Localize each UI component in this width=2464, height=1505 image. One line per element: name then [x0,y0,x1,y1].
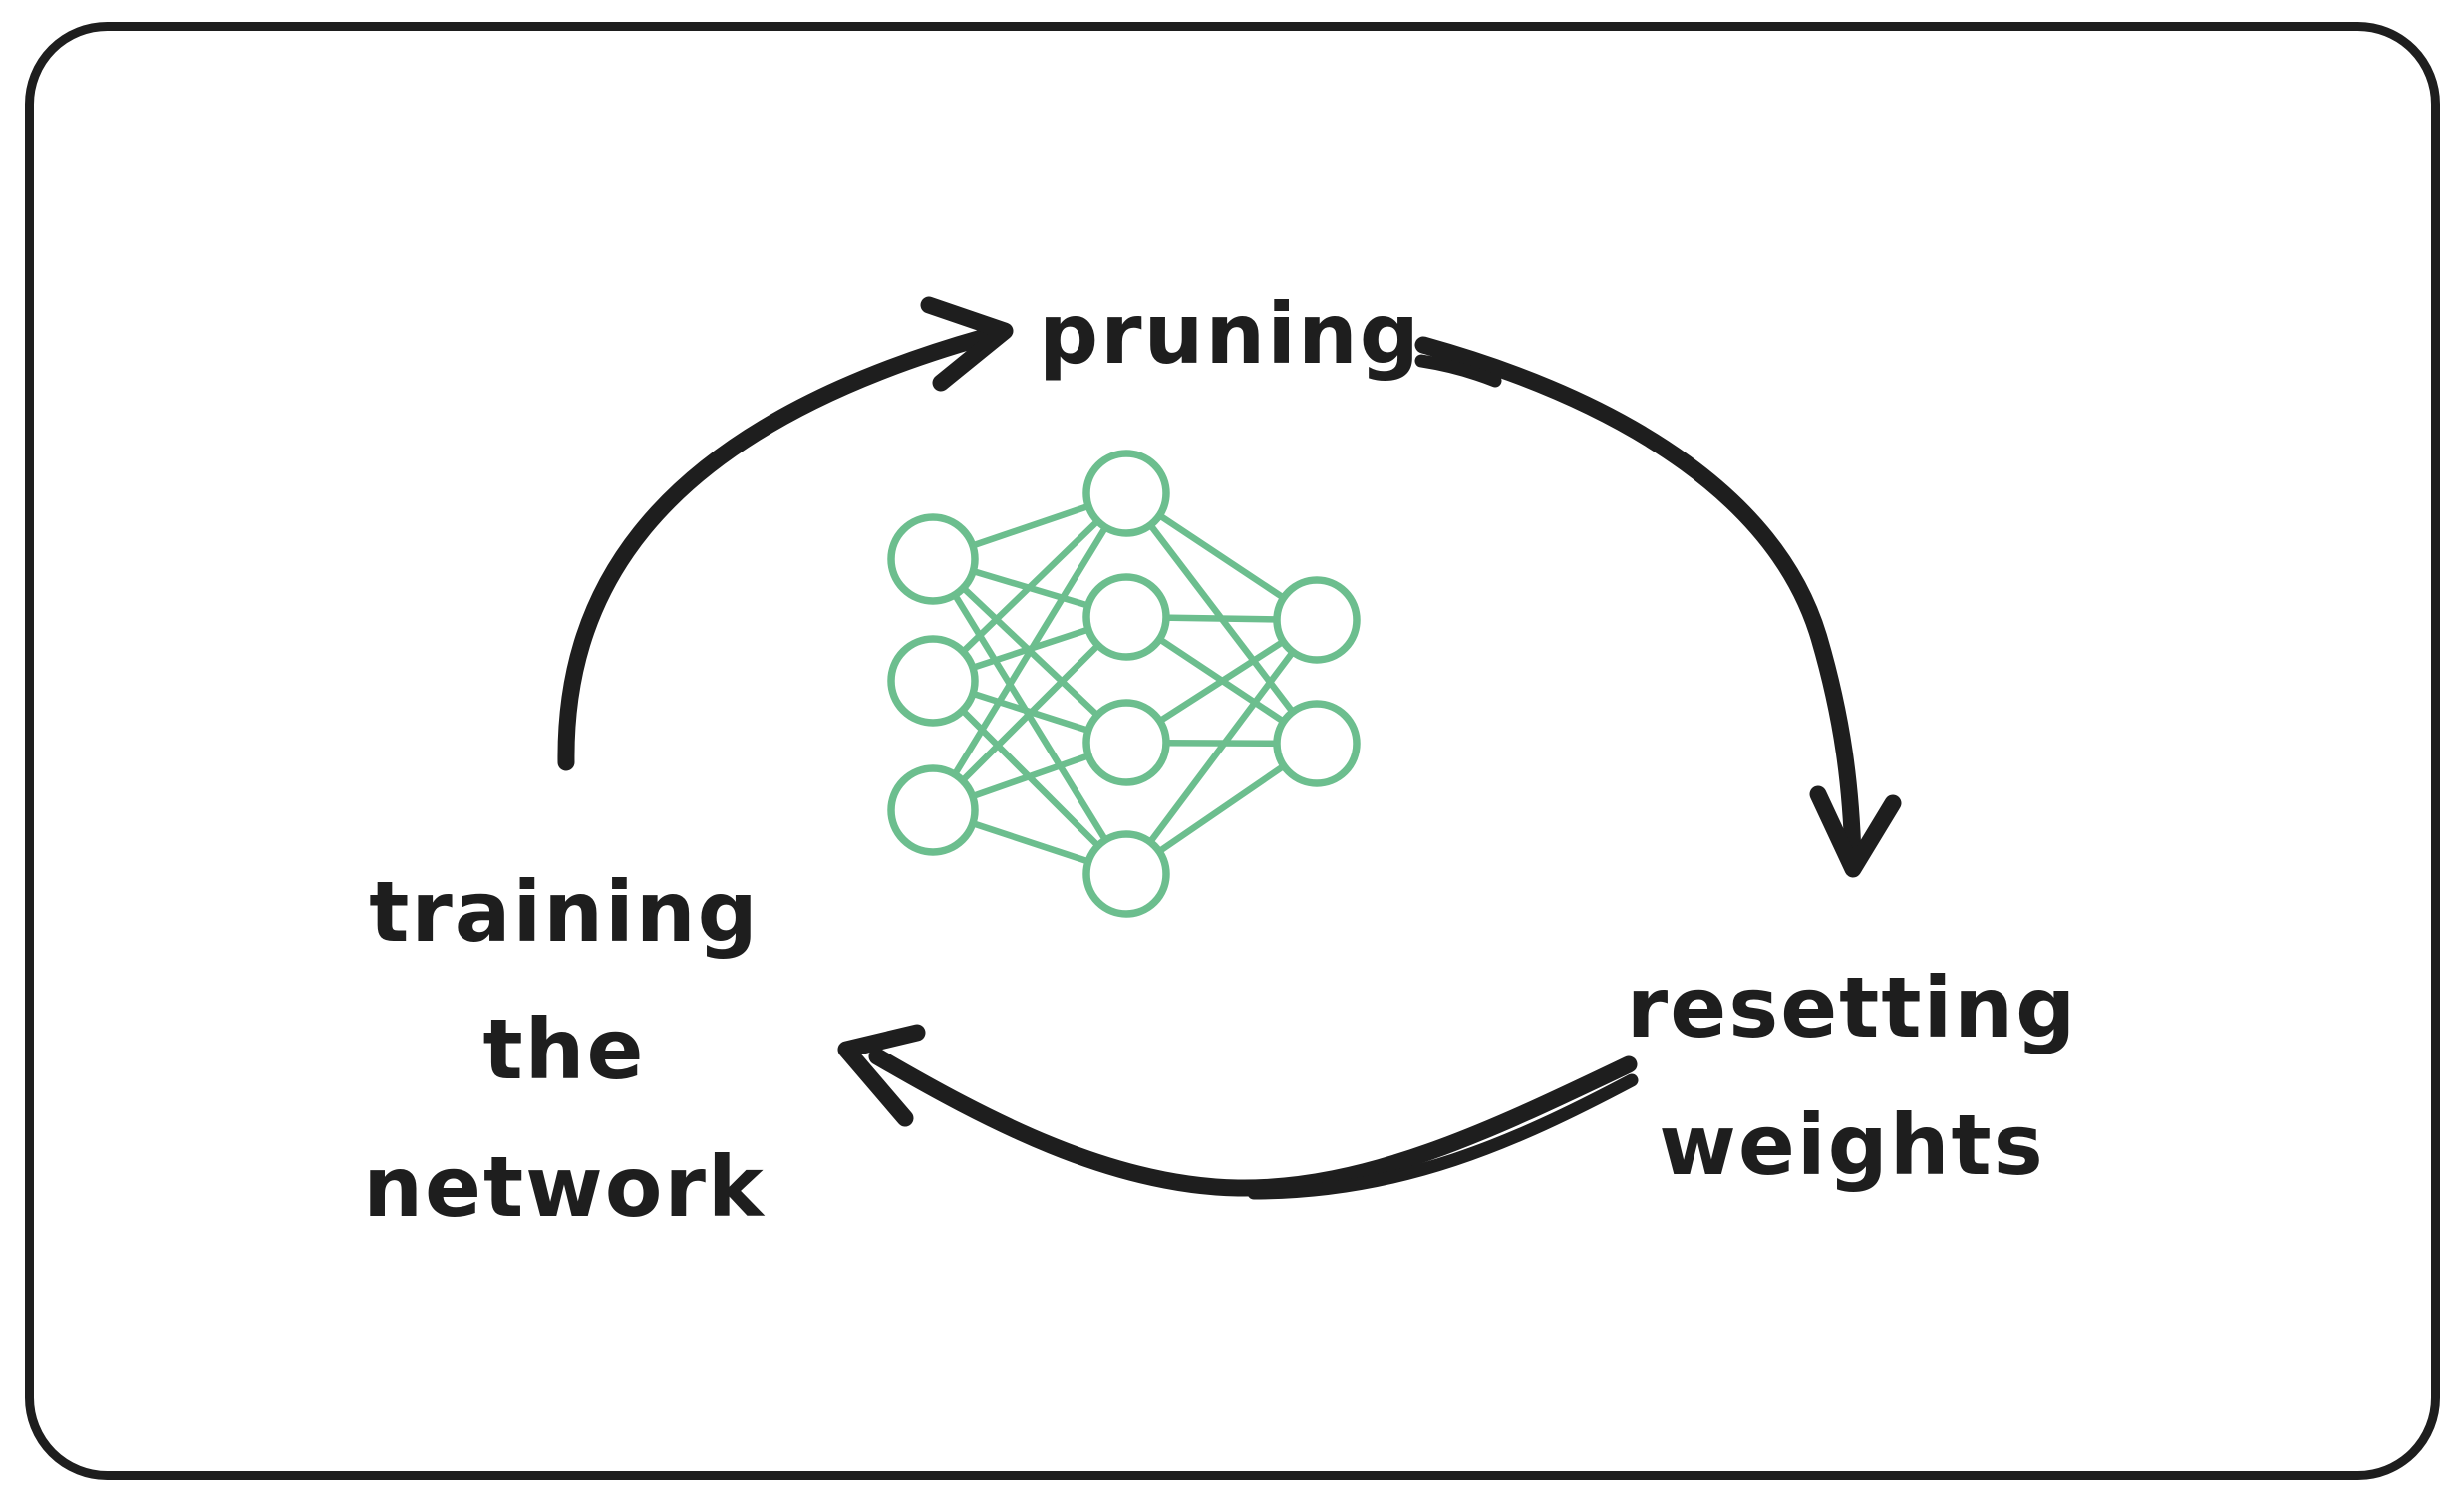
arrow-training-to-pruning [557,296,1014,771]
neural-network [887,450,1361,918]
label-training-line3: network [363,1138,766,1236]
arrowhead-icon [920,296,1014,392]
cycle-labels: pruning training the network resetting w… [363,285,2077,1236]
label-resetting-line1: resetting [1627,959,2077,1056]
network-node-output [1273,700,1361,787]
network-node-hidden [1082,699,1170,786]
network-node-input [887,513,979,605]
label-resetting-line2: weights [1659,1096,2044,1194]
network-node-hidden [1082,573,1170,661]
network-node-hidden [1082,830,1170,918]
arrow-sketch-overdraw [1247,1073,1639,1200]
cycle-arrows [557,296,1902,1200]
arrow-shaft [557,328,994,771]
network-edge [1123,618,1320,876]
label-training-line2: the [483,1001,646,1098]
network-node-output [1273,576,1361,664]
network-node-hidden [1082,450,1170,537]
label-training-line1: training [369,863,760,961]
frame-border [25,22,2440,1480]
arrowhead-icon [1809,785,1902,878]
arrow-shaft [868,1048,1638,1197]
arrowhead-icon [837,1024,926,1127]
network-edge [930,491,1129,812]
arrow-pruning-to-resetting [1414,336,1902,878]
arrow-resetting-to-training [837,1024,1639,1200]
network-node-input [887,635,979,727]
arrow-sketch-overdraw [1414,354,1502,388]
label-pruning: pruning [1039,285,1421,383]
arrow-shaft [1414,336,1862,866]
network-node-input [887,764,979,856]
